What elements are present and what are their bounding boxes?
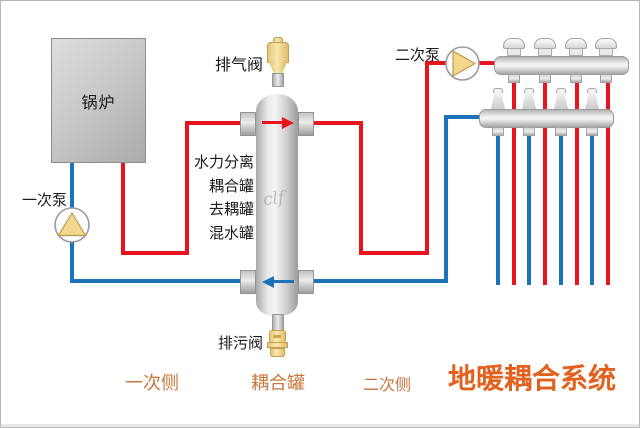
secondary-pump xyxy=(444,45,481,82)
return-valve-stem-icon xyxy=(491,92,505,109)
return-manifold-outlet xyxy=(523,127,535,136)
manifold-cap-stem xyxy=(507,48,521,56)
cold-flow-arrow-icon xyxy=(262,275,274,288)
hot-pipe-drop-secondary xyxy=(359,121,363,255)
secondary-pump-label: 二次泵 xyxy=(395,47,441,64)
coupling-tank-zone-label: 耦合罐 xyxy=(251,373,305,393)
hot-loop-pipe-2 xyxy=(543,78,547,285)
hot-pipe-bottom-run-primary xyxy=(121,251,189,255)
return-manifold-outlet xyxy=(492,127,504,136)
hot-pipe-boiler-down xyxy=(121,156,125,255)
drain-valve-label: 排污阀 xyxy=(217,335,263,352)
tank-name-line: 混水罐 xyxy=(208,224,254,242)
drain-valve-foot xyxy=(270,348,285,357)
brass-air-vent-icon xyxy=(267,42,289,63)
boiler-label: 锅炉 xyxy=(81,94,116,112)
hot-flow-arrow-icon xyxy=(282,116,294,129)
air-vent-valve-cap xyxy=(273,37,283,43)
manifold-cap-stem xyxy=(569,48,583,56)
return-manifold-outlet xyxy=(586,127,598,136)
hot-loop-pipe-3 xyxy=(575,78,579,285)
manifold-cap-stem xyxy=(599,48,613,56)
hot-pipe-out-of-tank xyxy=(311,121,363,125)
drain-valve-flange xyxy=(267,342,288,348)
watermark: clf xyxy=(262,187,286,211)
cold-loop-pipe-3 xyxy=(559,129,563,285)
air-vent-valve-taper xyxy=(269,62,287,74)
tank-bottom-neck xyxy=(272,314,284,331)
hot-flow-arrow-shaft xyxy=(262,121,283,124)
primary-pump xyxy=(53,206,91,244)
supply-manifold-outlet xyxy=(508,74,520,83)
coupling-tank-name-list: 水力分离 耦合罐 去耦罐 混水罐 xyxy=(192,151,254,245)
bottom-border-strip xyxy=(1,424,639,427)
pump-triangle-up-icon xyxy=(53,206,91,244)
tank-name-line: 水力分离 xyxy=(193,154,254,171)
primary-side-label: 一次侧 xyxy=(125,373,179,393)
air-vent-valve-label: 排气阀 xyxy=(214,57,263,74)
hot-loop-pipe-1 xyxy=(512,78,516,285)
tank-port-top-right xyxy=(298,112,314,136)
hot-pipe-riser-secondary xyxy=(425,61,429,255)
supply-manifold-outlet xyxy=(539,74,551,83)
return-valve-stem-icon xyxy=(554,92,568,109)
drain-valve-slot xyxy=(273,335,281,338)
tank-port-bottom-left xyxy=(240,270,256,294)
return-manifold-outlet xyxy=(555,127,567,136)
hot-loop-pipe-4 xyxy=(606,78,610,285)
cold-flow-arrow-shaft xyxy=(273,280,294,283)
hot-pipe-riser-primary xyxy=(185,121,189,255)
hot-pipe-into-tank xyxy=(189,121,243,125)
tank-port-top-left xyxy=(240,112,256,136)
tank-name-line: 耦合罐 xyxy=(208,177,254,195)
secondary-side-label: 二次侧 xyxy=(363,377,412,394)
boiler: 锅炉 xyxy=(51,38,146,163)
supply-manifold xyxy=(494,56,629,75)
manifold-cap-stem xyxy=(538,48,552,56)
tank-name-line: 去耦罐 xyxy=(208,201,254,218)
cold-pipe-to-return-manifold xyxy=(444,115,483,119)
cold-loop-pipe-2 xyxy=(527,129,531,285)
pump-triangle-right-icon xyxy=(444,45,481,82)
tank-top-neck xyxy=(272,73,284,87)
supply-manifold-outlet xyxy=(600,74,612,83)
page-title: 地暖耦合系统 xyxy=(448,363,617,394)
hot-pipe-bottom-run-secondary xyxy=(359,251,429,255)
return-valve-stem-icon xyxy=(522,92,536,109)
supply-manifold-outlet xyxy=(570,74,582,83)
primary-pump-label: 一次泵 xyxy=(22,192,68,209)
cold-loop-pipe-1 xyxy=(496,129,500,285)
return-manifold xyxy=(479,109,614,128)
cold-pipe-bottom-run-primary xyxy=(70,279,243,283)
return-valve-stem-icon xyxy=(585,92,599,109)
tank-port-bottom-right xyxy=(298,270,314,294)
cold-pipe-riser-secondary xyxy=(444,115,448,283)
cold-loop-pipe-4 xyxy=(590,129,594,285)
cold-pipe-bottom-run-secondary xyxy=(311,279,448,283)
